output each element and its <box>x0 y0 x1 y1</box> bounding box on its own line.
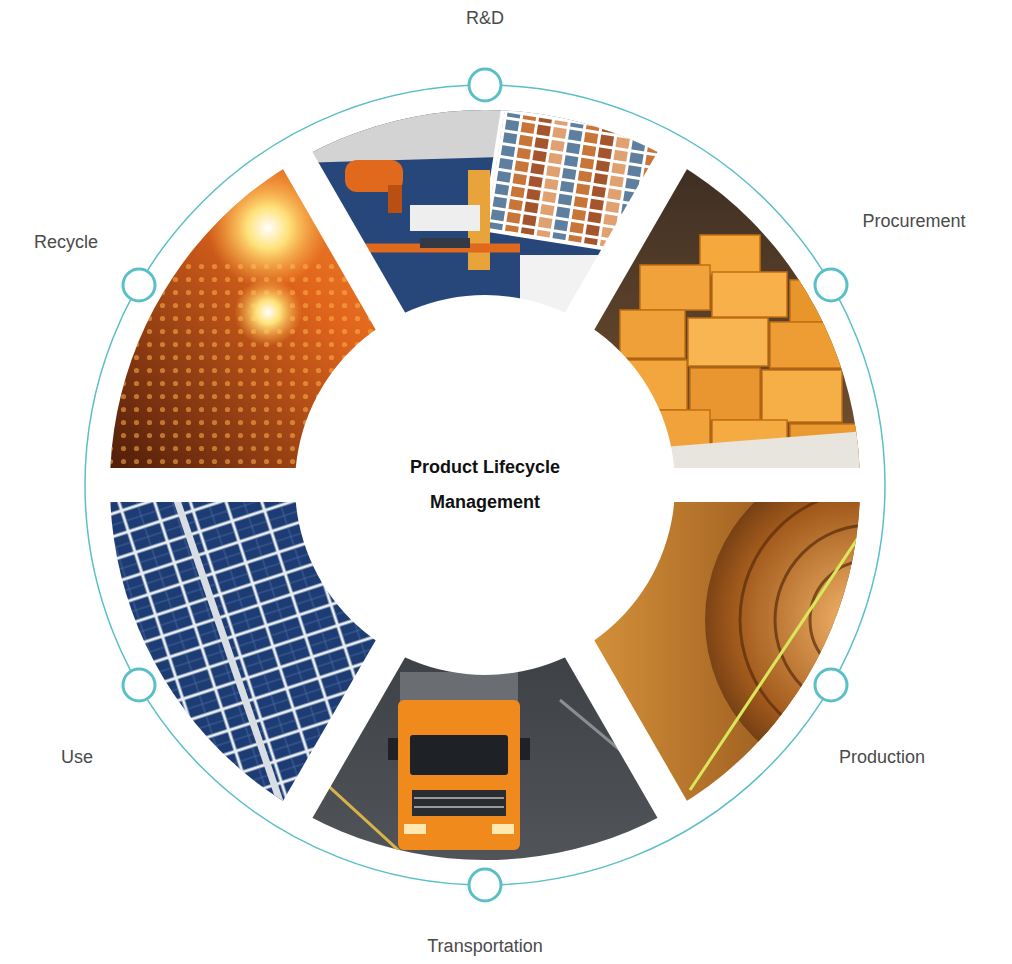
segment-gaps <box>55 104 915 866</box>
sun-glow <box>234 278 302 346</box>
roll-rings <box>740 490 1000 750</box>
center-disc <box>295 295 675 675</box>
center-title: Product Lifecycle Management <box>390 450 580 520</box>
stage-label: R&D <box>466 8 504 29</box>
photo-ring <box>13 60 1012 910</box>
center-circle: Product Lifecycle Management <box>296 296 674 674</box>
squeegee-handle <box>420 238 470 248</box>
stapler-base <box>388 185 402 213</box>
trailer <box>400 672 518 702</box>
stage-markers <box>123 69 847 901</box>
stage-label: Use <box>61 747 93 768</box>
stage-label: Transportation <box>427 936 542 957</box>
stage-label: Production <box>839 747 925 768</box>
stage-label: Procurement <box>862 211 965 232</box>
panel-rail <box>170 480 300 860</box>
truck <box>388 700 530 850</box>
stage-label: Recycle <box>34 232 98 253</box>
metal-roll <box>705 455 1012 785</box>
outer-ring <box>85 85 885 885</box>
squeegee <box>410 205 480 231</box>
